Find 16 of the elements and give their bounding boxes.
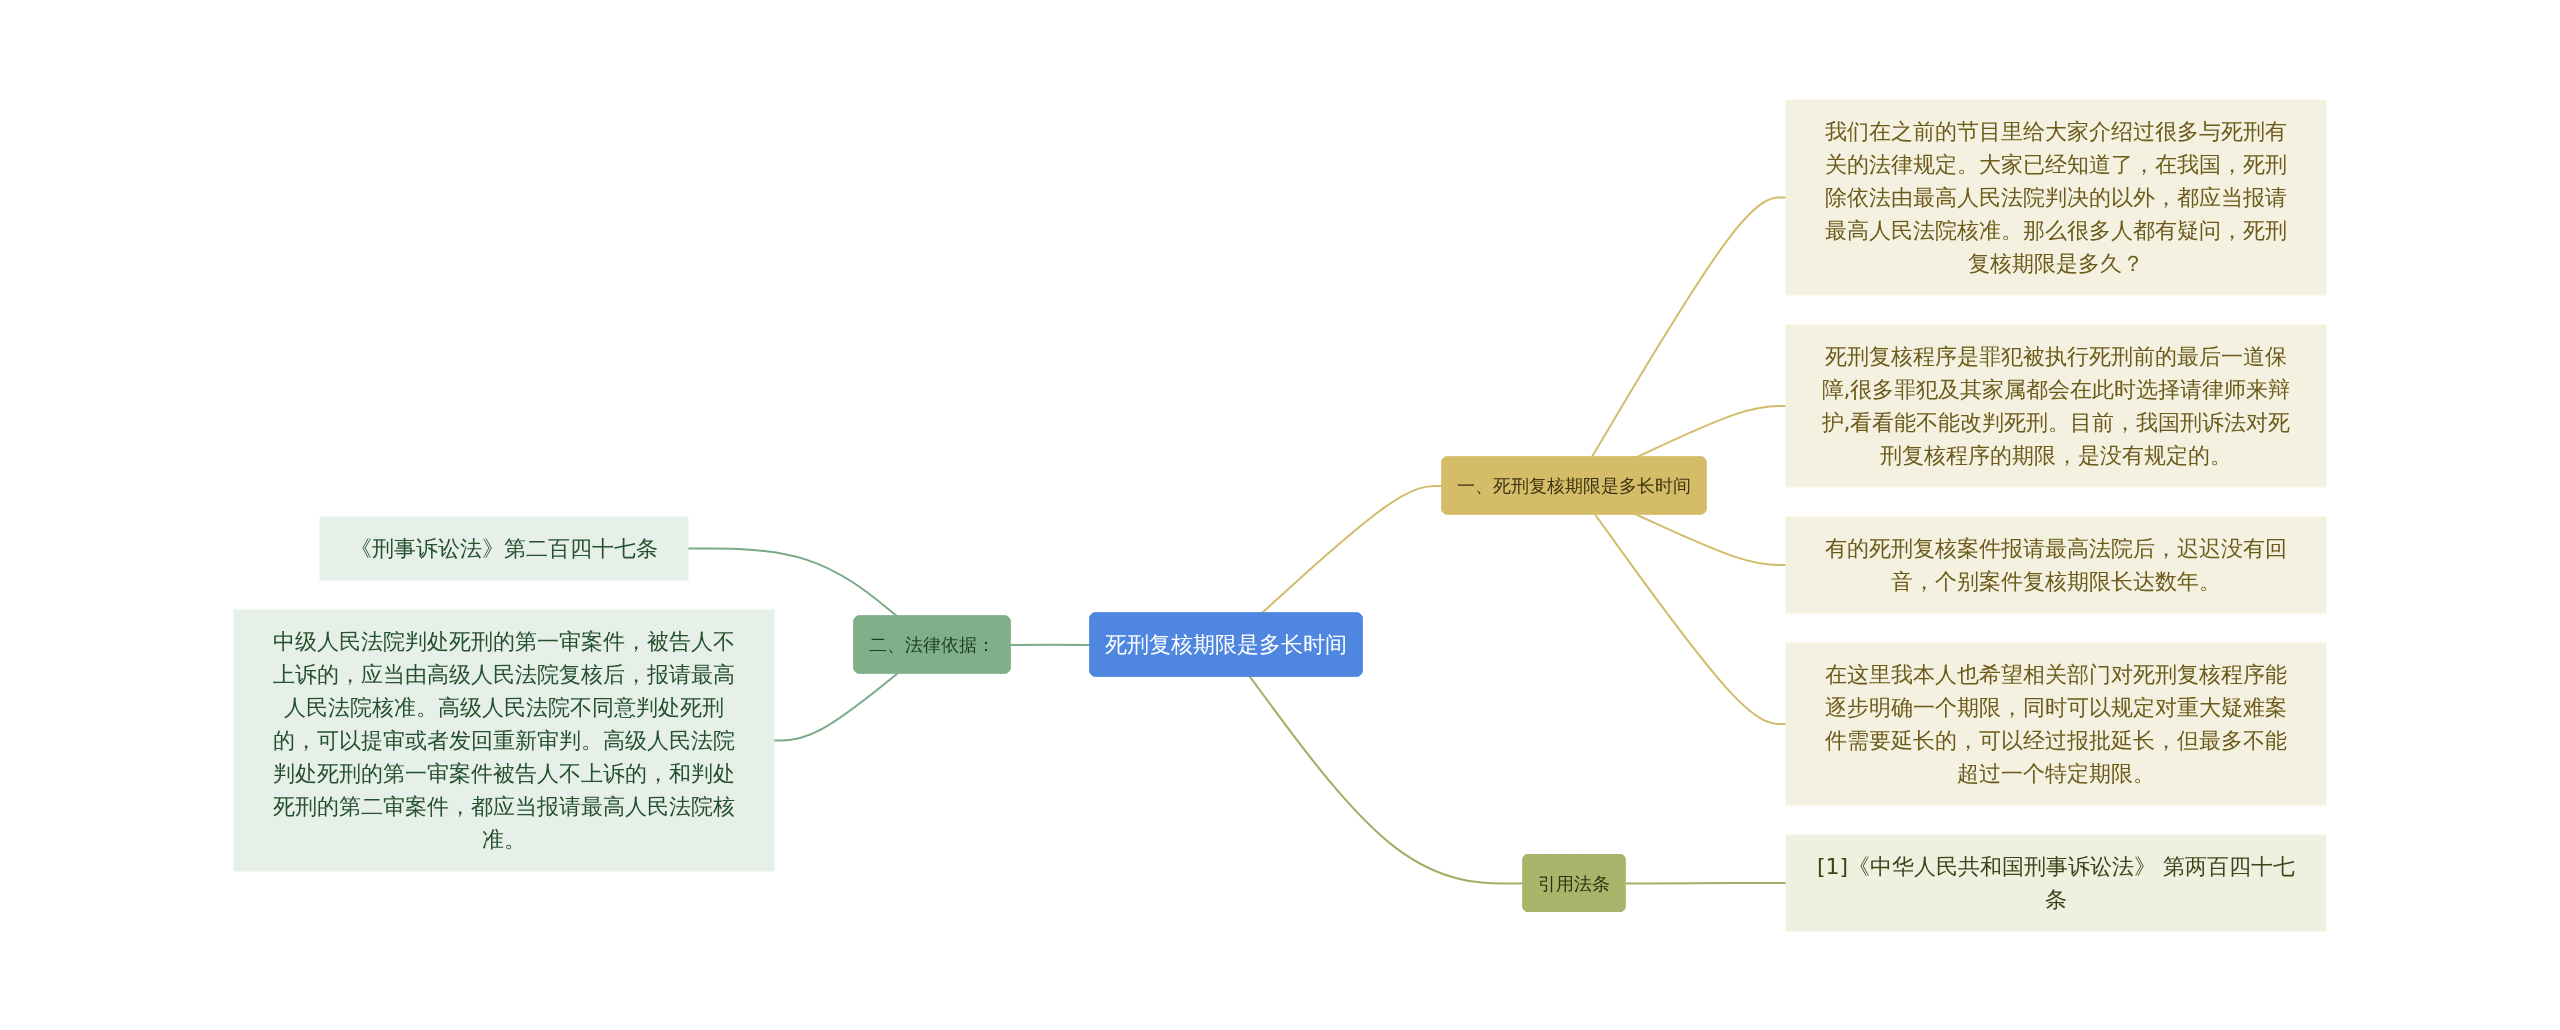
- node-box: [1]《中华人民共和国刑事诉讼法》 第两百四十七条: [1785, 834, 2327, 931]
- connector: [1260, 484, 1444, 614]
- node-box: 我们在之前的节目里给大家介绍过很多与死刑有关的法律规定。大家已经知道了，在我国，死刑除依法由最高人民法院判决的以外，都应当报请最高人民法院核准。那么很多人都有疑问，死刑复核期限是多久？: [1785, 99, 2327, 295]
- connector: [1635, 513, 1787, 566]
- connector: [1594, 513, 1787, 725]
- node-box: 在这里我本人也希望相关部门对死刑复核程序能逐步明确一个期限，同时可以规定对重大疑难案件需要延长的，可以经过报批延长，但最多不能超过一个特定期限。: [1785, 642, 2327, 805]
- connector: [687, 547, 899, 617]
- node-box: 死刑复核程序是罪犯被执行死刑前的最后一道保障,很多罪犯及其家属都会在此时选择请律师来辩护,看看能不能改判死刑。目前，我国刑诉法对死刑复核程序的期限，是没有规定的。: [1785, 324, 2327, 487]
- connector: [1248, 675, 1525, 884]
- connector: [773, 672, 899, 741]
- node-box: 《刑事诉讼法》第二百四十七条: [319, 516, 689, 580]
- connector: [1590, 196, 1787, 458]
- node-box: 中级人民法院判处死刑的第一审案件，被告人不上诉的，应当由高级人民法院复核后，报请最高人民法院核准。高级人民法院不同意判处死刑的，可以提审或者发回重新审判。高级人民法院判处死刑的第一审案件被告人不上诉的，和判处死刑的第二审案件，都应当报请最高人民法院核准。: [233, 609, 775, 871]
- connector: [1624, 881, 1787, 884]
- connector: [1009, 643, 1092, 646]
- node-box: 有的死刑复核案件报请最高法院后，迟迟没有回音，个别案件复核期限长达数年。: [1785, 516, 2327, 613]
